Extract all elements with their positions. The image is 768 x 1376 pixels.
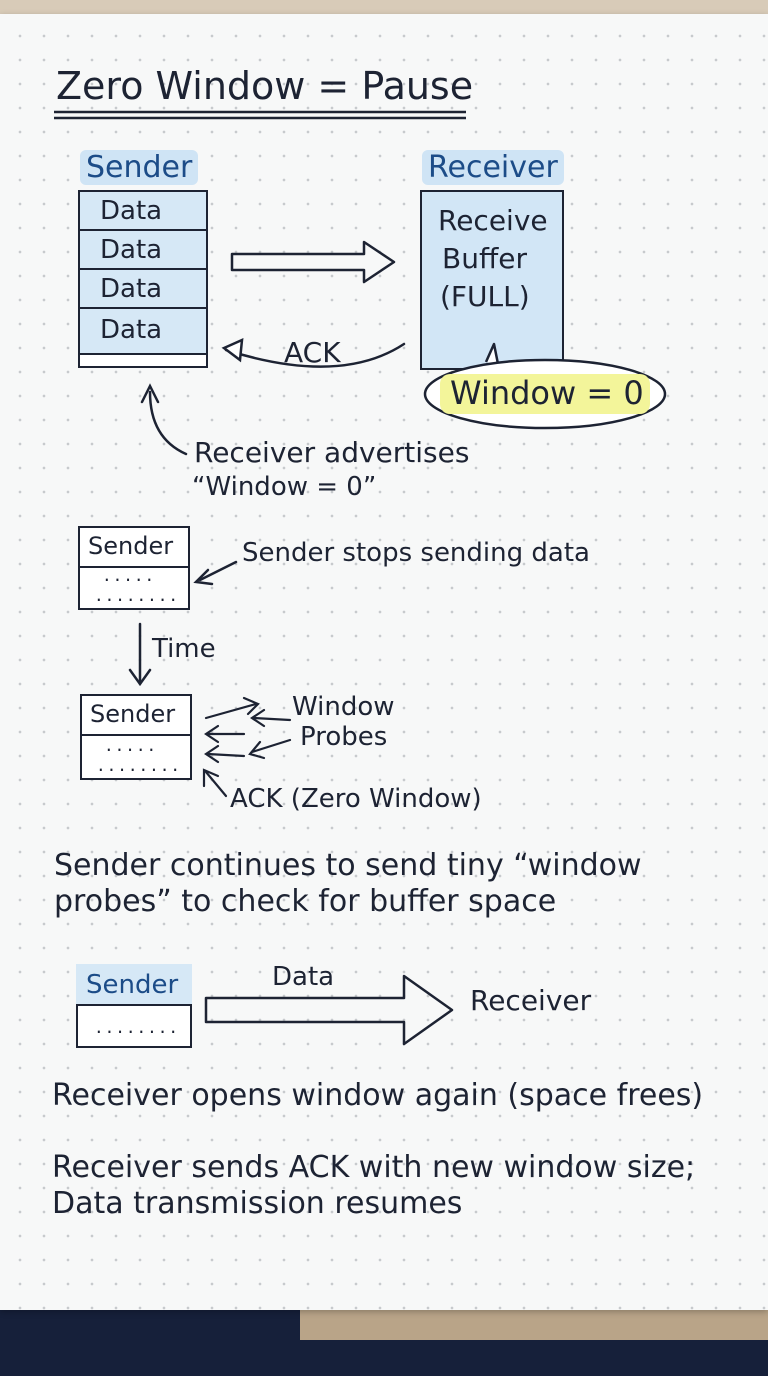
step4-dots: ........ bbox=[94, 1018, 180, 1037]
probe-arrow-in-2 bbox=[204, 724, 246, 744]
probes-line-1: Window bbox=[292, 692, 395, 722]
step2-dots-bottom: ........ bbox=[94, 586, 180, 605]
ack-zero-window-label: ACK (Zero Window) bbox=[230, 784, 482, 814]
step2-dots-top: ..... bbox=[102, 566, 156, 585]
window-zero-bubble-text: Window = 0 bbox=[450, 374, 644, 412]
step2-sender-box bbox=[77, 526, 190, 610]
step2-sender-label: Sender bbox=[88, 532, 174, 560]
ack-return-arrow bbox=[221, 337, 406, 368]
closing-line-1: Receiver opens window again (space frees… bbox=[52, 1078, 704, 1113]
buffer-line-2: Buffer bbox=[442, 242, 527, 275]
probe-text-line-2: probes” to check for buffer space bbox=[54, 884, 557, 919]
probe-arrow-in-4 bbox=[204, 744, 246, 764]
step1-sender-label: Sender bbox=[80, 150, 199, 185]
step3-probe-arrows bbox=[202, 696, 292, 798]
data-cell-2: Data bbox=[78, 229, 208, 270]
advertise-arrow bbox=[140, 383, 188, 456]
step4-sender-label: Sender bbox=[86, 970, 179, 1000]
data-cell-1: Data bbox=[78, 190, 208, 231]
probes-line-2: Probes bbox=[300, 722, 388, 752]
probe-arrow-in-3 bbox=[248, 738, 292, 760]
step3-sender-box bbox=[79, 694, 192, 780]
data-cell-3: Data bbox=[78, 268, 208, 309]
step4-data-label: Data bbox=[272, 962, 335, 992]
title-underline bbox=[54, 110, 466, 120]
advertise-line-1: Receiver advertises bbox=[194, 436, 470, 469]
step2-sender-header bbox=[77, 526, 190, 568]
data-cell-2-label: Data bbox=[100, 235, 163, 265]
step4-data-arrow bbox=[204, 974, 454, 1046]
step2-arrows bbox=[128, 560, 238, 687]
step3-sender-header bbox=[79, 694, 192, 736]
stop-note-arrow bbox=[193, 560, 238, 586]
probe-text-line-1: Sender continues to send tiny “window bbox=[54, 848, 642, 883]
closing-line-2: Receiver sends ACK with new window size; bbox=[52, 1150, 696, 1185]
send-arrow bbox=[230, 240, 396, 284]
step2-note: Sender stops sending data bbox=[242, 538, 590, 568]
data-cell-4-label: Data bbox=[100, 315, 163, 345]
data-cell-4: Data bbox=[78, 307, 208, 355]
probe-arrow-in-1 bbox=[250, 708, 292, 728]
step1-receiver-label: Receiver bbox=[422, 150, 564, 185]
time-label: Time bbox=[152, 634, 216, 664]
step4-sender-header bbox=[75, 963, 192, 1006]
step4-sender-box bbox=[75, 963, 192, 1048]
page-title: Zero Window = Pause bbox=[56, 64, 474, 108]
ack-label: ACK bbox=[284, 336, 341, 369]
advertise-line-2: “Window = 0” bbox=[192, 472, 377, 502]
step4-receiver-label: Receiver bbox=[470, 984, 592, 1017]
probe-arrow-out-1 bbox=[204, 696, 260, 720]
dotted-paper-sheet: Zero Window = Pause Sender Data Data Dat… bbox=[0, 14, 768, 1310]
time-arrow bbox=[128, 622, 152, 687]
buffer-line-3: (FULL) bbox=[440, 280, 530, 313]
closing-line-3: Data transmission resumes bbox=[52, 1186, 463, 1221]
buffer-line-1: Receive bbox=[438, 204, 548, 237]
step3-sender-label: Sender bbox=[90, 700, 176, 728]
ack-zero-arrow bbox=[202, 768, 228, 798]
step3-dots-bottom: ........ bbox=[96, 756, 182, 775]
window-speech-bubble bbox=[423, 342, 667, 430]
data-cell-3-label: Data bbox=[100, 274, 163, 304]
step3-dots-top: ..... bbox=[104, 736, 158, 755]
data-cell-1-label: Data bbox=[100, 196, 163, 226]
step1-arrows bbox=[140, 240, 667, 456]
receive-buffer-box bbox=[420, 190, 564, 370]
